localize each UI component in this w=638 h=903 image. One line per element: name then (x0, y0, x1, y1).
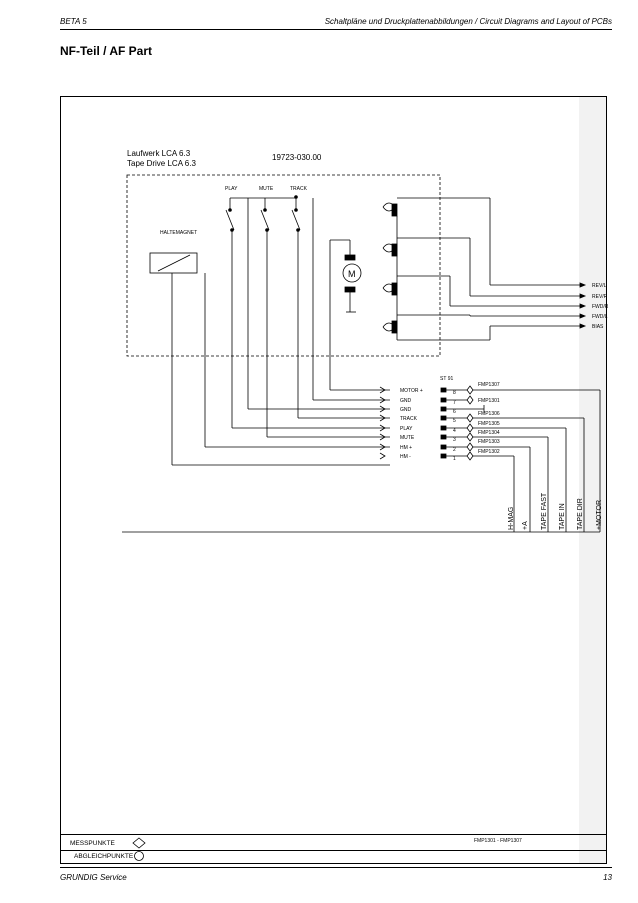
bottom-output-plus-a: +A (522, 521, 529, 530)
legend-messpunkte: MESSPUNKTE (70, 840, 115, 847)
track-switch (230, 195, 301, 232)
frame-margin-strip (579, 97, 606, 863)
motor-symbol (329, 239, 362, 390)
drive-name-en: Tape Drive LCA 6.3 (127, 159, 196, 168)
pcb-wires (122, 387, 601, 533)
output-arrows (579, 282, 587, 329)
bottom-output-h-mag: H-MAG (508, 507, 515, 530)
connector-ref: ST 91 (440, 376, 453, 382)
signal-hm-minus: HM - (400, 454, 411, 460)
fmp-test-points (466, 385, 474, 461)
head-output-rev-l: REV/L (592, 283, 607, 289)
bottom-output-plus-motor: +MOTOR (596, 500, 603, 530)
bottom-output-tape-fast: TAPE FAST (541, 492, 548, 530)
legend-abgleichpunkte: ABGLEICHPUNKTE (74, 853, 134, 860)
signal-mute: MUTE (400, 435, 415, 441)
fmp-1304: FMP1304 (478, 430, 500, 436)
footer-page-number: 13 (603, 873, 612, 882)
footer-left: GRUNDIG Service (60, 873, 127, 882)
tape-drive-box (126, 174, 441, 357)
pin-6: 6 (453, 409, 456, 415)
drive-part-number: 19723-030.00 (272, 153, 322, 162)
signal-play: PLAY (400, 426, 413, 432)
bottom-output-tape-dir: TAPE DIR (577, 498, 584, 530)
signal-motor-plus: MOTOR + (400, 388, 423, 394)
header-right: Schaltpläne und Druckplattenabbildungen … (324, 17, 612, 26)
fmp-1306: FMP1306 (478, 411, 500, 417)
pin-3: 3 (453, 437, 456, 443)
schematic-frame (60, 96, 607, 864)
head-output-bias: BIAS (592, 324, 604, 330)
signal-hm-plus: HM + (400, 445, 412, 451)
switch-label-play: PLAY (225, 186, 238, 192)
mute-switch (260, 198, 270, 232)
pin-7: 7 (453, 400, 456, 406)
signal-track: TRACK (400, 416, 418, 422)
pin-1: 1 (453, 456, 456, 462)
switch-label-track: TRACK (290, 186, 308, 192)
drive-wires (171, 198, 390, 466)
drive-name-de: Laufwerk LCA 6.3 (127, 149, 191, 158)
header-left: BETA 5 (60, 17, 87, 26)
fmp-1301: FMP1301 (478, 398, 500, 404)
signal-gnd-2: GND (400, 407, 412, 413)
tape-heads (382, 197, 580, 341)
header-rule (60, 29, 612, 30)
switch-label-mute: MUTE (259, 186, 274, 192)
haltemagnet-label: HALTEMAGNET (160, 230, 197, 236)
legend-divider-top (60, 834, 607, 835)
signal-gnd-1: GND (400, 398, 412, 404)
fmp-1305: FMP1305 (478, 421, 500, 427)
messpunkte-diamond-icon (132, 837, 146, 849)
motor-m-label: M (348, 269, 356, 279)
footer-rule (60, 867, 612, 868)
fmp-1307: FMP1307 (478, 382, 500, 388)
fmp-range-label: FMP1301 - FMP1307 (474, 838, 522, 844)
head-output-rev-r: REV/R (592, 294, 608, 300)
head-output-fwd-l: FWD/L (592, 314, 608, 320)
pin-2: 2 (453, 447, 456, 453)
page-title: NF-Teil / AF Part (60, 44, 153, 58)
pin-4: 4 (453, 428, 456, 434)
abgleichpunkte-circle-icon (134, 851, 144, 861)
head-output-fwd-r: FWD/R (592, 304, 609, 310)
pin-5: 5 (453, 418, 456, 424)
play-switch (225, 198, 235, 232)
pin-8: 8 (453, 390, 456, 396)
connector-st91 (379, 386, 386, 460)
fmp-1303: FMP1303 (478, 439, 500, 445)
haltemagnet-coil (149, 252, 198, 274)
fmp-1302: FMP1302 (478, 449, 500, 455)
bottom-output-tape-in: TAPE IN (559, 503, 566, 530)
legend-divider-mid (60, 850, 607, 851)
